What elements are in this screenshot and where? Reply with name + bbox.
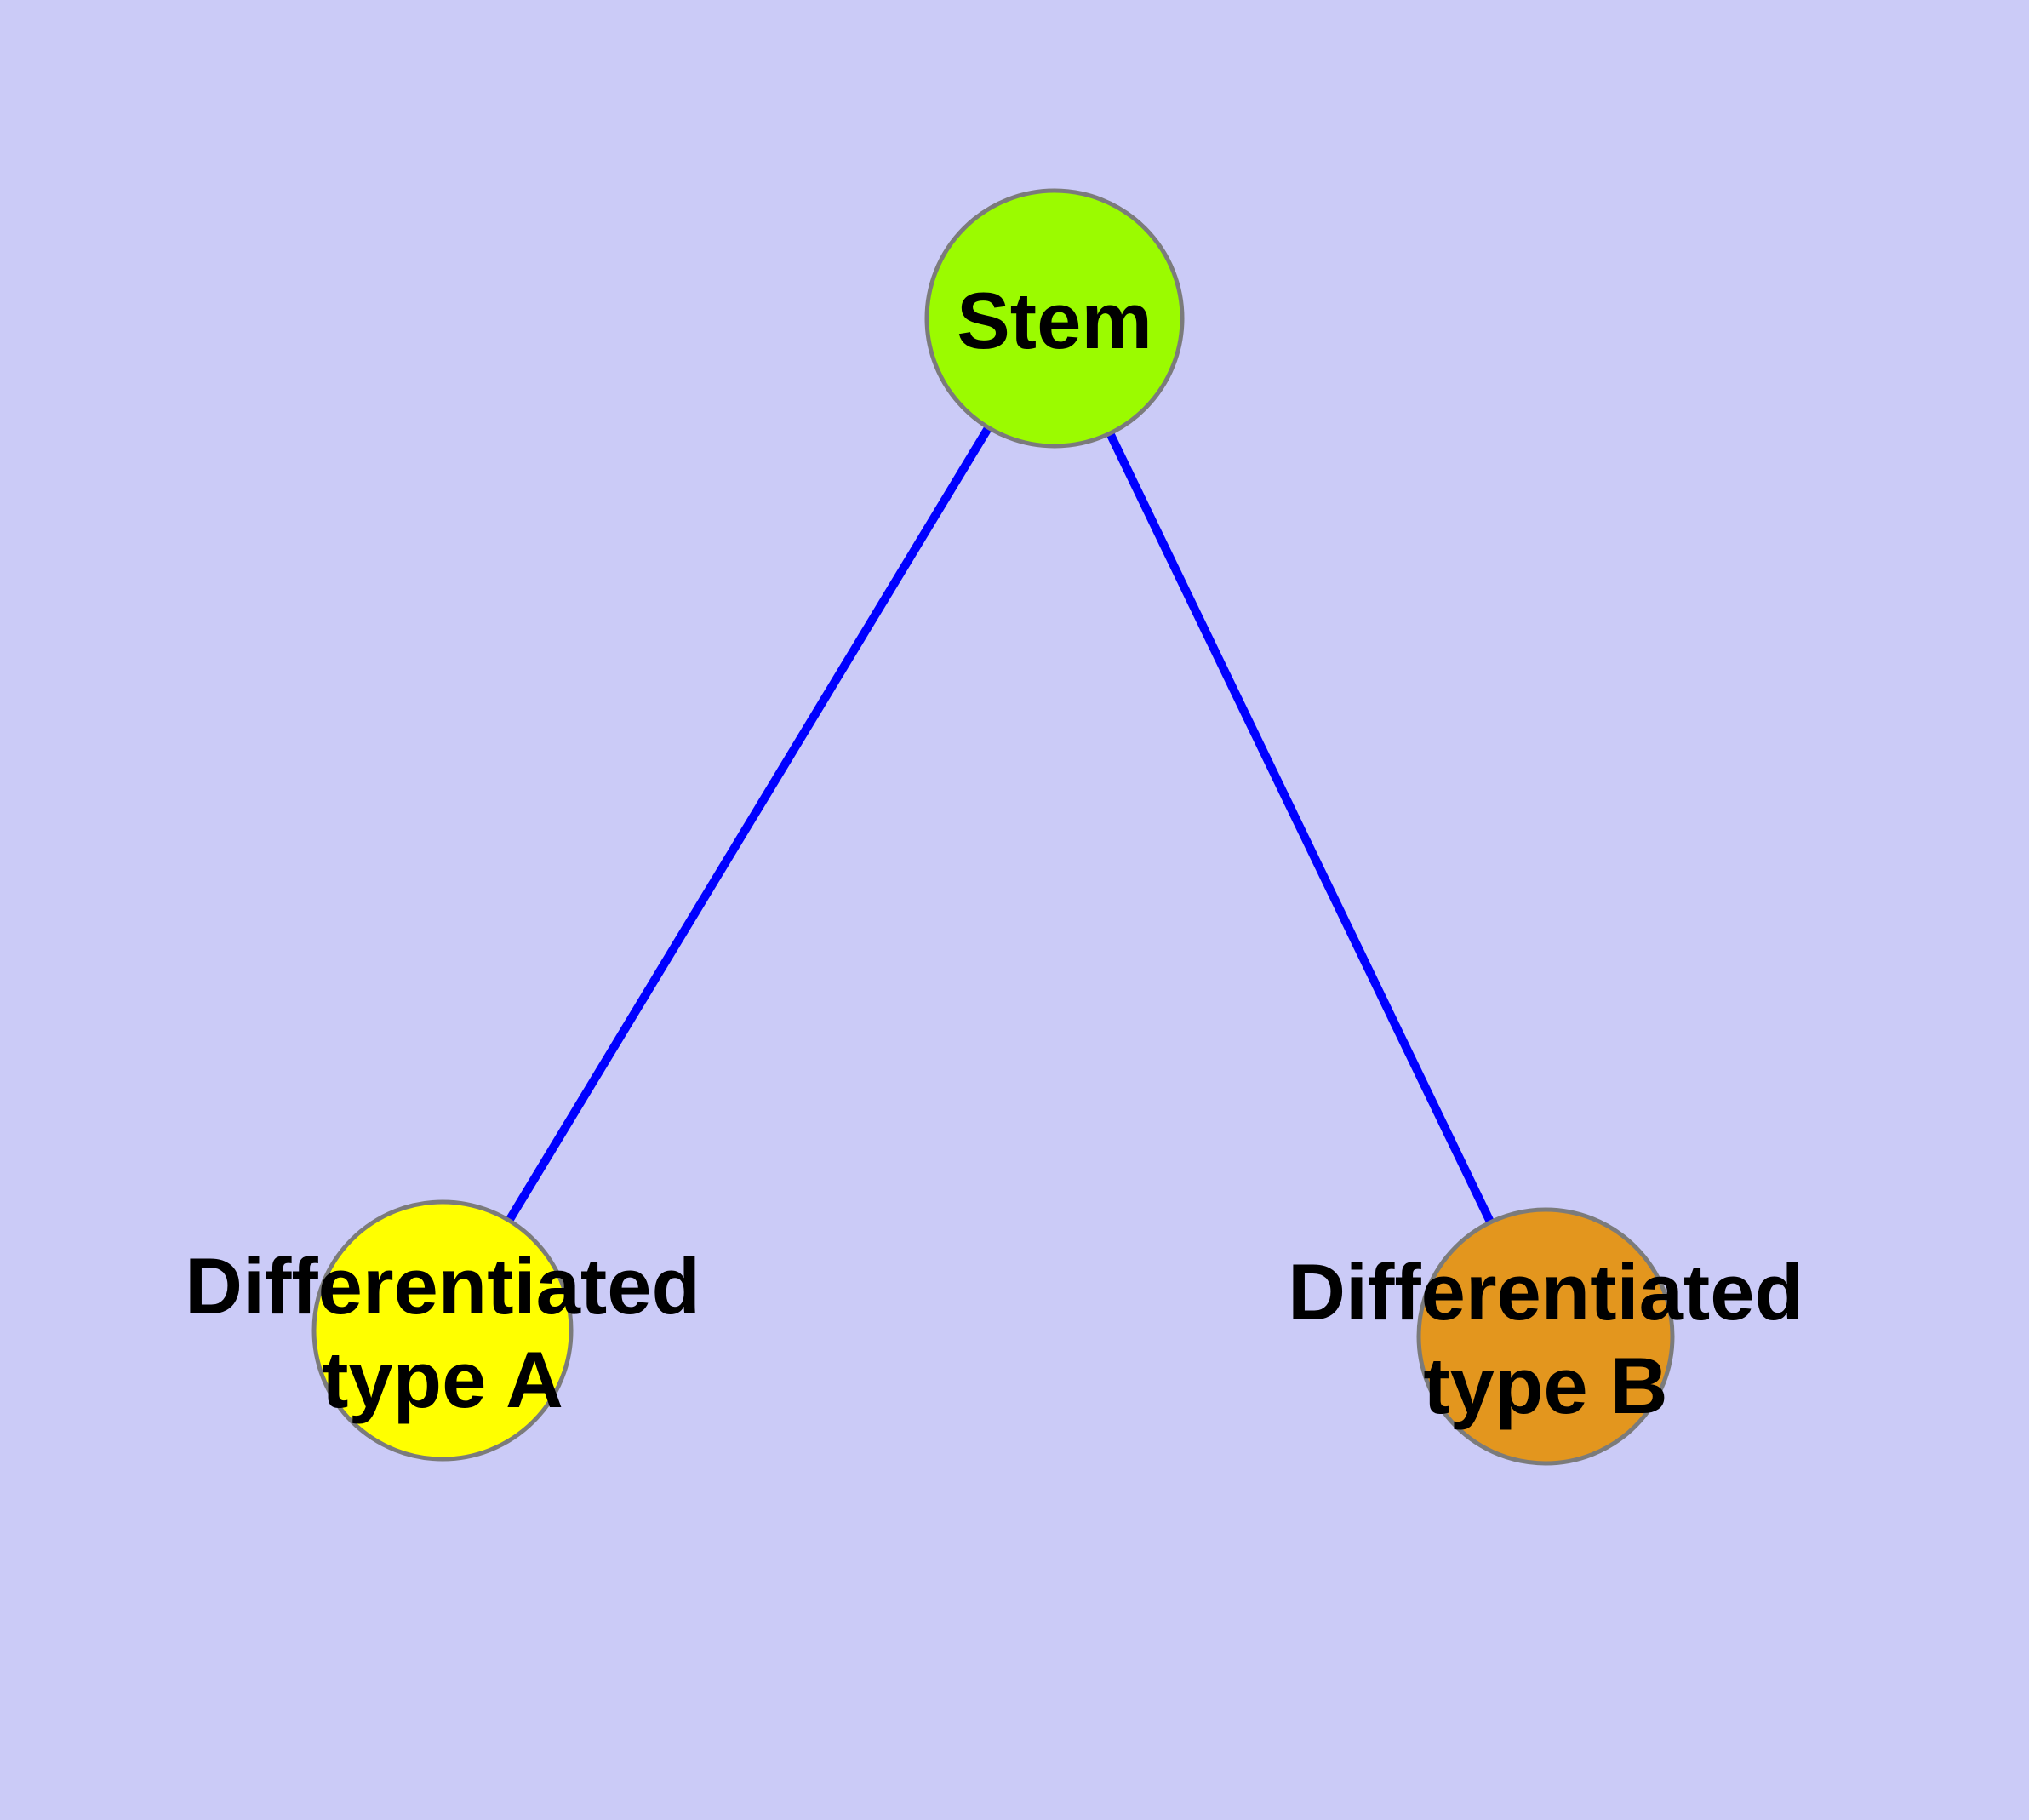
edge-stem-to-differentiated-type-a <box>438 316 1059 1333</box>
edge-stem-to-differentiated-type-b <box>1050 316 1550 1339</box>
node-differentiated-type-a-circle <box>311 1199 574 1462</box>
node-stem-circle <box>924 188 1185 449</box>
node-differentiated-type-b-circle <box>1416 1207 1675 1466</box>
node-stem: Stem <box>924 188 1185 449</box>
node-stem-label: Stem <box>957 276 1152 365</box>
